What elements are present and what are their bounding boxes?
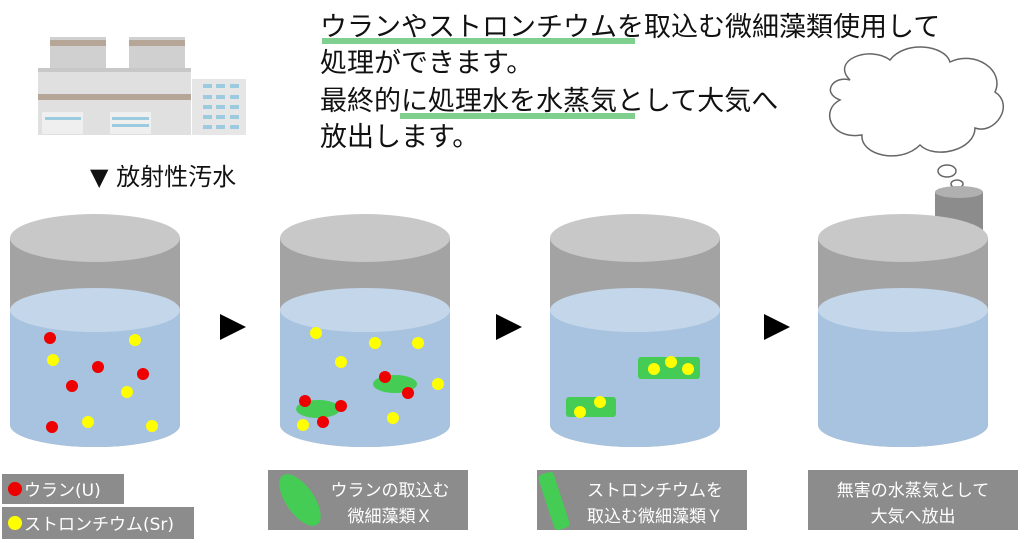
arrow-right-icon [496, 314, 522, 340]
algae-y [566, 397, 616, 417]
uranium-particle [317, 416, 329, 428]
source-label: ▼ 放射性汚水 [90, 163, 236, 191]
headline-line3: 最終的に処理水を水蒸気として大気へ [320, 86, 778, 117]
step-label-algae-x: ウランの取込む 微細藻類Ｘ [268, 470, 468, 530]
strontium-particle [335, 356, 347, 368]
strontium-particle [297, 419, 309, 431]
legend-uranium: ウラン(U) [2, 474, 124, 504]
strontium-particle [432, 378, 444, 390]
arrow-right-icon [220, 314, 246, 340]
headline-line4: 放出します。 [320, 122, 479, 153]
tank-2 [280, 214, 450, 447]
uranium-particle [137, 368, 149, 380]
strontium-particle [146, 420, 158, 432]
legend-strontium: ストロンチウム(Sr) [2, 507, 194, 539]
svg-text:ストロンチウム(Sr): ストロンチウム(Sr) [24, 515, 174, 535]
strontium-particle [47, 354, 59, 366]
uranium-particle [299, 395, 311, 407]
strontium-particle [121, 386, 133, 398]
uranium-particle [335, 400, 347, 412]
water [818, 310, 988, 447]
svg-text:ウラン(U): ウラン(U) [24, 481, 101, 501]
svg-text:ストロンチウムを: ストロンチウムを [587, 481, 723, 501]
svg-text:ウランの取込む: ウランの取込む [331, 481, 450, 501]
strontium-particle [682, 363, 694, 375]
highlight-underline [322, 38, 635, 44]
tank-1 [10, 214, 180, 447]
uranium-particle [46, 421, 58, 433]
strontium-particle [387, 412, 399, 424]
uranium-particle [44, 332, 56, 344]
strontium-particle [412, 337, 424, 349]
tank-3 [550, 214, 720, 447]
uranium-particle [92, 361, 104, 373]
uranium-particle [402, 387, 414, 399]
strontium-particle [574, 406, 586, 418]
tank-4 [818, 214, 988, 447]
uranium-particle [379, 371, 391, 383]
strontium-particle [129, 334, 141, 346]
step-label-release: 無害の水蒸気として 大気へ放出 [808, 470, 1018, 530]
svg-text:取込む微細藻類Ｙ: 取込む微細藻類Ｙ [587, 507, 723, 527]
step-label-algae-y: ストロンチウムを 取込む微細藻類Ｙ [537, 470, 747, 531]
arrow-right-icon [764, 314, 790, 340]
strontium-particle [594, 396, 606, 408]
uranium-particle [66, 380, 78, 392]
strontium-particle [648, 363, 660, 375]
strontium-particle [369, 337, 381, 349]
strontium-particle [665, 356, 677, 368]
svg-text:大気へ放出: 大気へ放出 [871, 507, 956, 527]
headline-line2: 処理ができます。 [320, 48, 533, 79]
headline-line1: ウランやストロンチウムを取込む微細藻類使用して [320, 12, 940, 43]
strontium-particle [310, 327, 322, 339]
strontium-particle [82, 416, 94, 428]
svg-text:微細藻類Ｘ: 微細藻類Ｘ [348, 507, 433, 527]
svg-text:無害の水蒸気として: 無害の水蒸気として [837, 481, 990, 501]
highlight-underline [400, 113, 635, 119]
steam-cloud-icon [829, 46, 1005, 189]
nuclear-plant-icon [38, 37, 246, 135]
